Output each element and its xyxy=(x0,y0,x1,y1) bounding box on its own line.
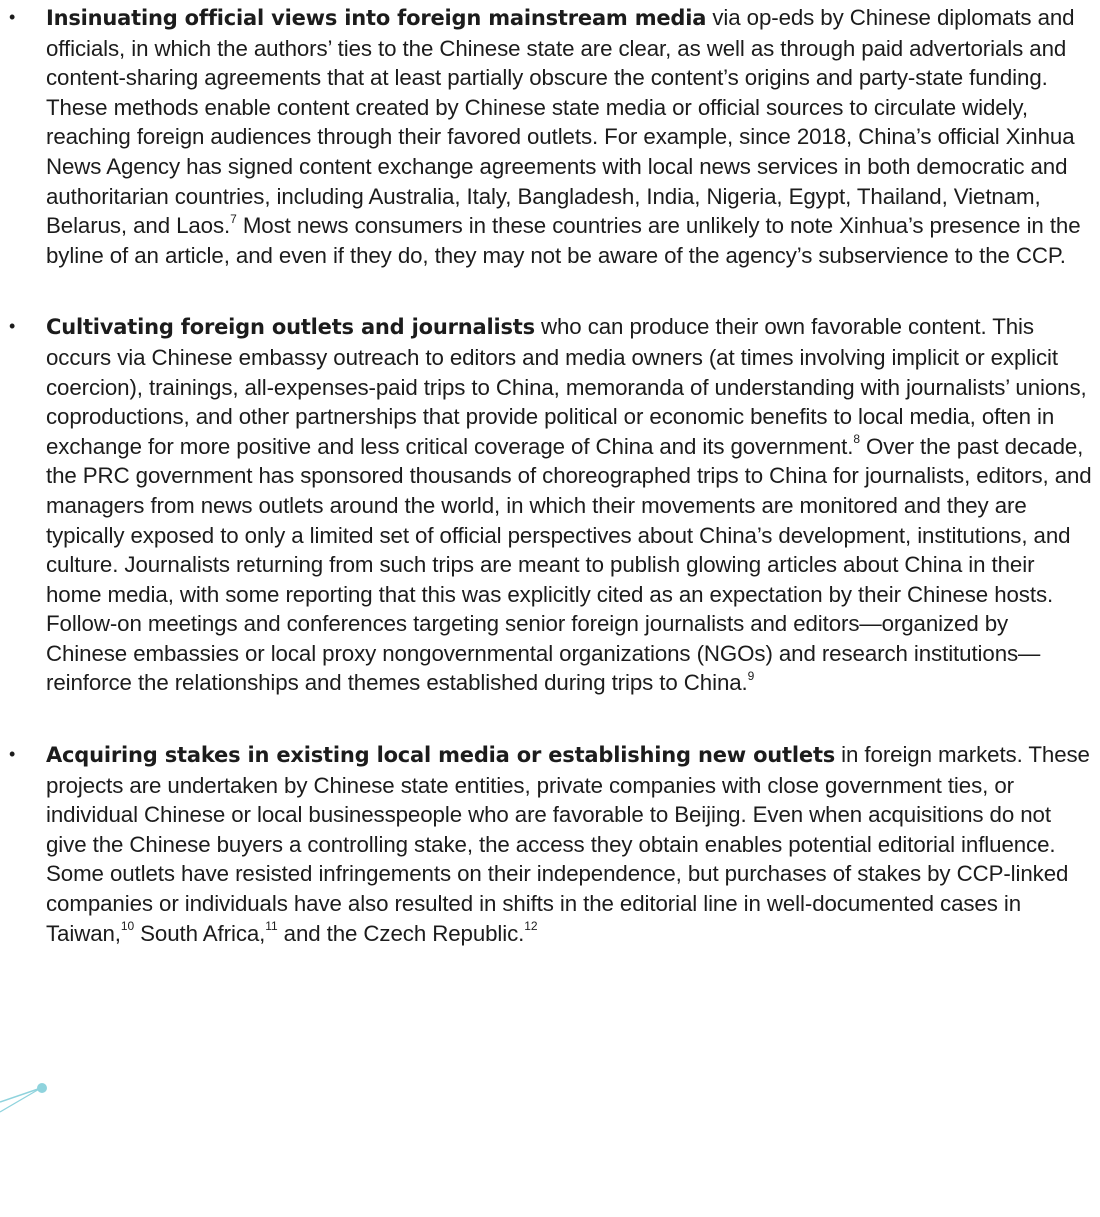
bullet-text: and the Czech Republic. xyxy=(277,920,525,946)
bullet-dot-icon: • xyxy=(9,316,16,337)
footnote-ref: 11 xyxy=(265,919,278,934)
bullet-text: via op-eds by Chinese diplomats and offi… xyxy=(46,5,1075,239)
bullet-dot-icon: • xyxy=(9,744,16,765)
bullet-lead: Acquiring stakes in existing local media… xyxy=(46,743,836,768)
bullet-text: South Africa, xyxy=(134,920,266,946)
decorative-line-dot xyxy=(0,1083,47,1113)
decorative-line-2 xyxy=(0,1087,42,1113)
footnote-ref: 10 xyxy=(120,919,135,934)
bullet-dot-icon: • xyxy=(9,7,16,27)
bullet-text: in foreign markets. These projects are u… xyxy=(46,742,1090,946)
decorative-dot xyxy=(37,1083,47,1093)
footnote-ref: 9 xyxy=(747,669,755,684)
footnote-ref: 12 xyxy=(524,919,538,934)
bullet-list: • Insinuating official views into foreign… xyxy=(0,3,1100,990)
decorative-line xyxy=(0,1087,42,1103)
bullet-lead: Cultivating foreign outlets and journali… xyxy=(46,315,535,340)
bullet-item: • Cultivating foreign outlets and journal… xyxy=(0,312,1100,698)
bullet-lead: Insinuating official views into foreign … xyxy=(46,6,707,30)
footnote-ref: 7 xyxy=(230,211,237,226)
bullet-item: • Insinuating official views into foreign… xyxy=(0,3,1100,270)
bullet-text: Most news consumers in these countries a… xyxy=(46,213,1081,268)
bullet-text: who can produce their own favorable cont… xyxy=(46,314,1087,459)
bullet-item: • Acquiring stakes in existing local medi… xyxy=(0,740,1100,948)
footnote-ref: 8 xyxy=(853,432,860,447)
bullet-text: Over the past decade, the PRC government… xyxy=(46,433,1092,696)
